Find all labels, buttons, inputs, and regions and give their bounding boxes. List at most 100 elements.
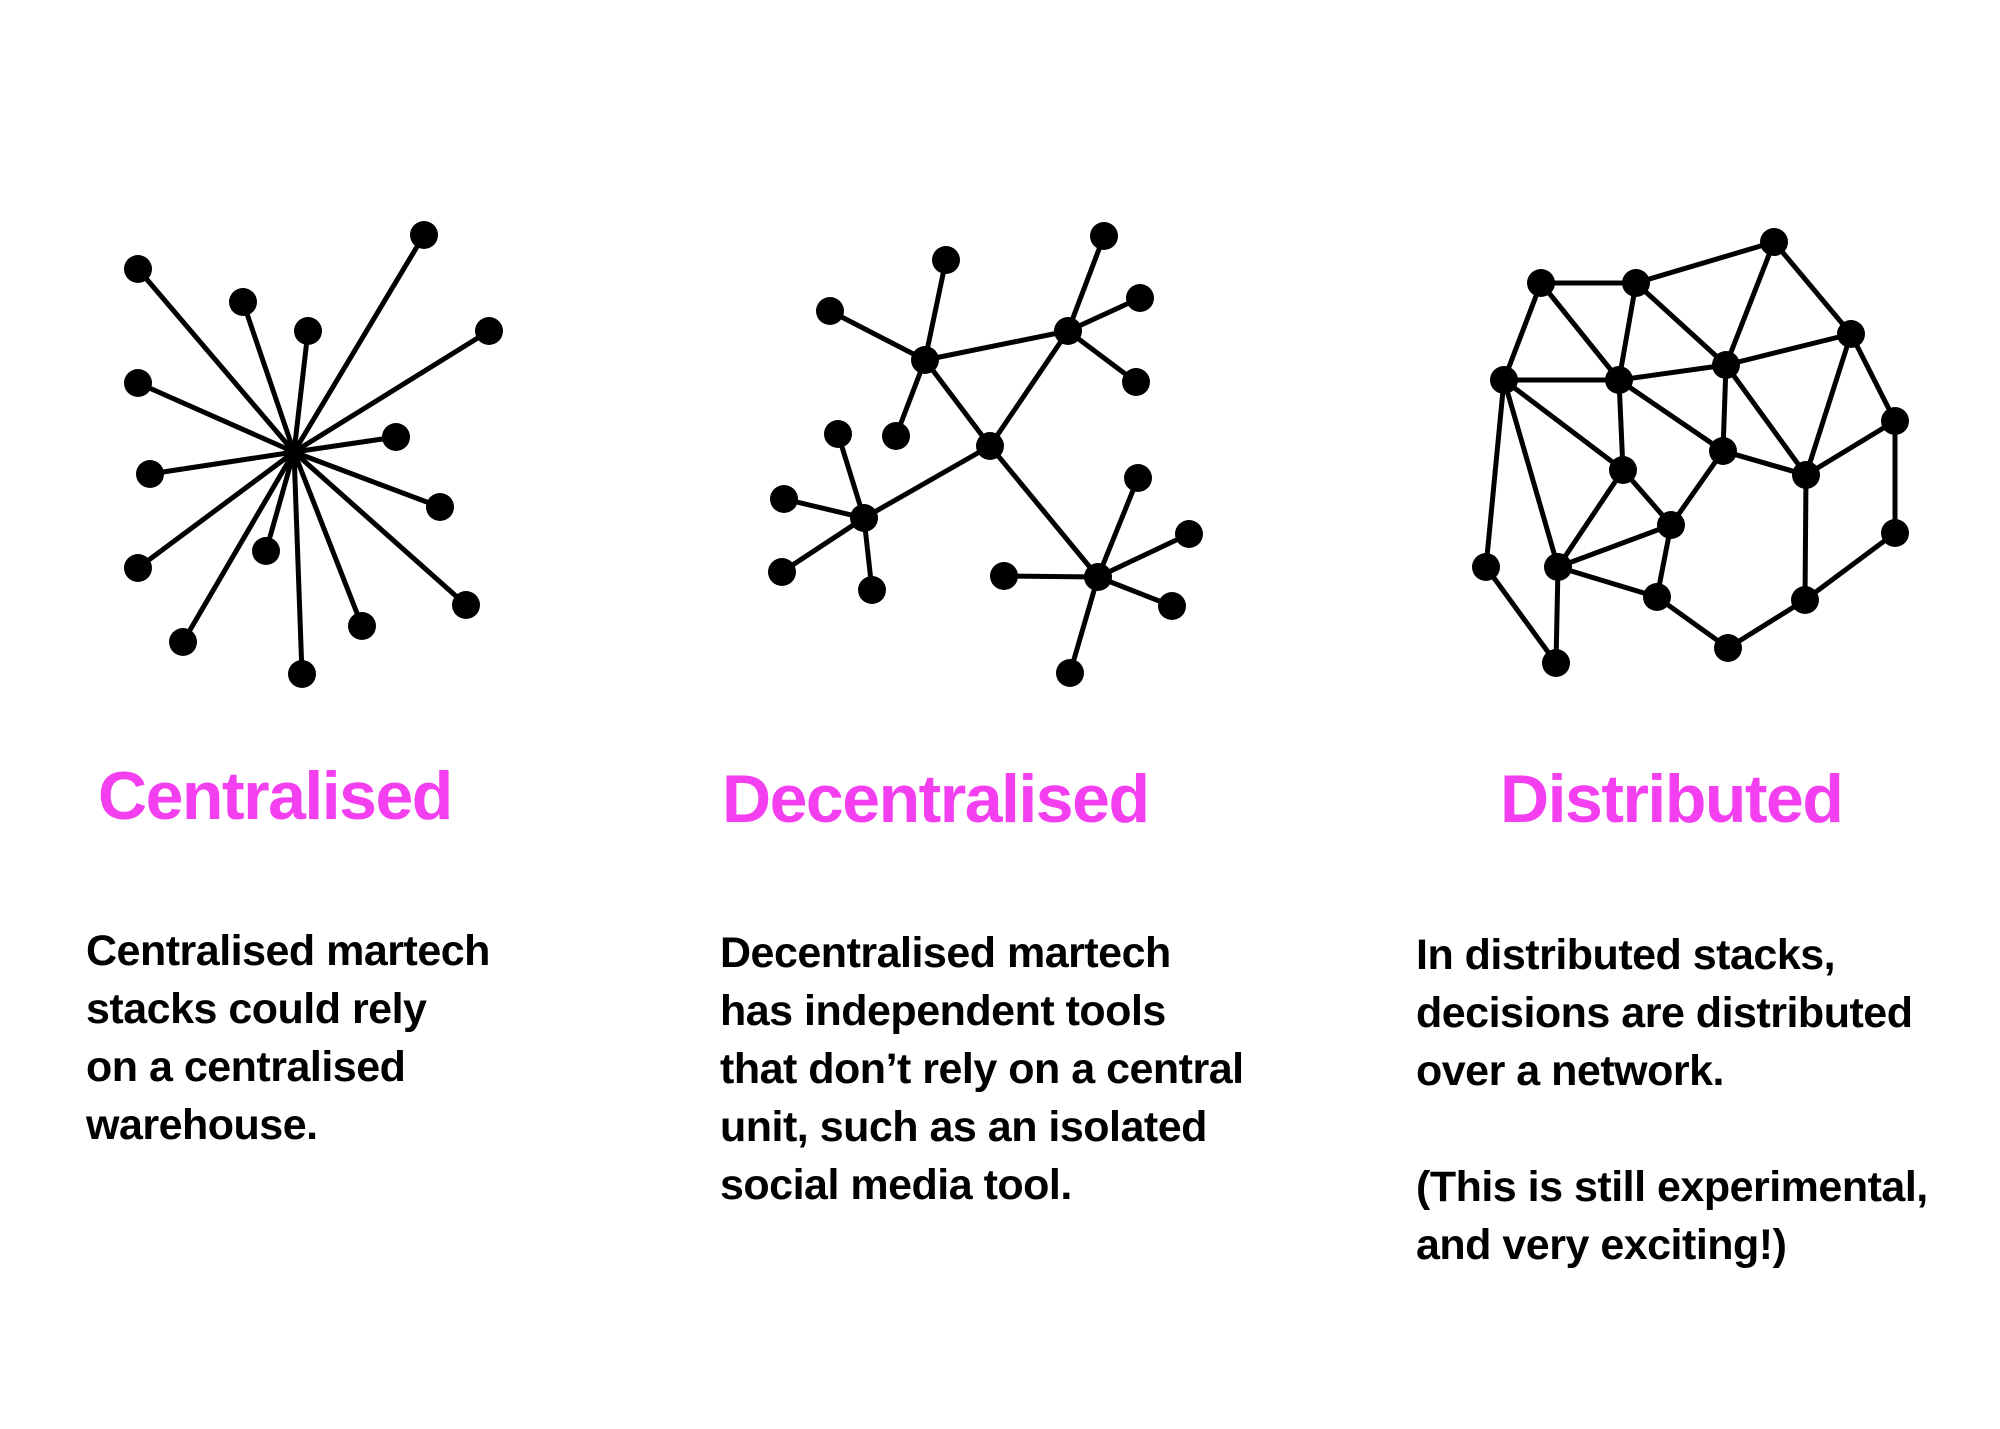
network-edge <box>1848 331 1898 424</box>
network-node <box>124 369 152 397</box>
network-node <box>1124 464 1152 492</box>
network-node <box>252 537 280 565</box>
network-node <box>410 221 438 249</box>
network-edge <box>922 257 949 363</box>
network-edge <box>135 449 297 571</box>
network-node <box>426 493 454 521</box>
network-node <box>770 485 798 513</box>
network-node <box>1056 659 1084 687</box>
distributed-network-graph <box>1472 228 1909 677</box>
network-edge <box>180 449 297 645</box>
network-node <box>1175 520 1203 548</box>
network-node <box>1657 511 1685 539</box>
network-edge <box>1616 362 1729 383</box>
network-node <box>1792 461 1820 489</box>
note-line: and very exciting!) <box>1416 1221 1787 1269</box>
centralised-description: Centralised martech stacks could rely on… <box>86 922 490 1154</box>
network-edge <box>1501 377 1626 473</box>
description-line: that don’t rely on a central <box>720 1045 1244 1093</box>
decentralised-title: Decentralised <box>722 761 1150 837</box>
network-edge <box>263 449 297 554</box>
decentralised-network-graph <box>768 222 1203 687</box>
network-node <box>824 420 852 448</box>
network-edge <box>1771 239 1854 337</box>
description-line: social media tool. <box>720 1161 1072 1209</box>
network-node <box>1090 222 1118 250</box>
network-node <box>382 423 410 451</box>
network-node <box>1622 269 1650 297</box>
network-edge <box>1725 597 1808 651</box>
network-edge <box>291 449 305 677</box>
network-node <box>1158 592 1186 620</box>
network-edge <box>1555 467 1626 570</box>
network-edge <box>135 266 297 455</box>
network-edge <box>1067 574 1101 676</box>
network-edge <box>1065 328 1139 385</box>
network-node <box>1122 368 1150 396</box>
network-edge <box>291 328 311 455</box>
description-line: warehouse. <box>86 1101 318 1149</box>
network-node <box>288 660 316 688</box>
network-node <box>1542 649 1570 677</box>
paragraph-gap <box>1416 1100 1928 1158</box>
network-node <box>1709 437 1737 465</box>
note-line: (This is still experimental, <box>1416 1163 1928 1211</box>
network-edge <box>1483 564 1559 666</box>
network-edge <box>291 449 365 629</box>
distributed-title: Distributed <box>1500 761 1844 837</box>
description-line: In distributed stacks, <box>1416 931 1836 979</box>
network-edge <box>987 443 1101 580</box>
network-edge <box>1723 331 1854 368</box>
network-edge <box>1501 377 1561 570</box>
network-edge <box>1483 377 1507 570</box>
network-edge <box>779 515 867 575</box>
network-edge <box>1720 448 1809 478</box>
network-node <box>1643 583 1671 611</box>
network-edge <box>1555 522 1674 570</box>
network-edge <box>291 434 399 455</box>
network-node <box>124 554 152 582</box>
network-node <box>1054 317 1082 345</box>
network-node <box>858 576 886 604</box>
description-line: has independent tools <box>720 987 1166 1035</box>
network-edge <box>291 232 427 455</box>
network-edge <box>1633 239 1777 286</box>
network-edge <box>240 299 297 455</box>
network-node <box>850 504 878 532</box>
network-edge <box>1720 362 1729 454</box>
network-node <box>1490 366 1518 394</box>
network-node <box>1881 407 1909 435</box>
description-line: Centralised martech <box>86 927 490 975</box>
description-line: over a network. <box>1416 1047 1724 1095</box>
network-edge <box>835 431 867 521</box>
network-node <box>1760 228 1788 256</box>
network-node <box>1791 586 1819 614</box>
network-node <box>284 442 304 462</box>
network-edge <box>1555 564 1660 600</box>
network-edge <box>1803 418 1898 478</box>
network-node <box>229 288 257 316</box>
network-edge <box>291 449 443 510</box>
network-edge <box>1802 530 1898 603</box>
network-node <box>1605 366 1633 394</box>
network-node <box>816 297 844 325</box>
description-line: on a centralised <box>86 1043 406 1091</box>
network-edge <box>1065 233 1107 334</box>
network-edge <box>1723 362 1809 478</box>
network-node <box>1084 563 1112 591</box>
network-edge <box>1668 448 1726 528</box>
description-line: decisions are distributed <box>1416 989 1913 1037</box>
network-edge <box>1616 377 1726 454</box>
network-node <box>294 317 322 345</box>
centralised-title: Centralised <box>98 758 453 834</box>
network-node <box>882 422 910 450</box>
network-edge <box>1616 280 1639 383</box>
decentralised-description: Decentralised martech has independent to… <box>720 924 1244 1214</box>
network-edge <box>1095 475 1141 580</box>
network-node <box>1714 634 1742 662</box>
network-node <box>976 432 1004 460</box>
network-edge <box>147 449 297 477</box>
network-node <box>1544 553 1572 581</box>
network-edge <box>1654 594 1731 651</box>
